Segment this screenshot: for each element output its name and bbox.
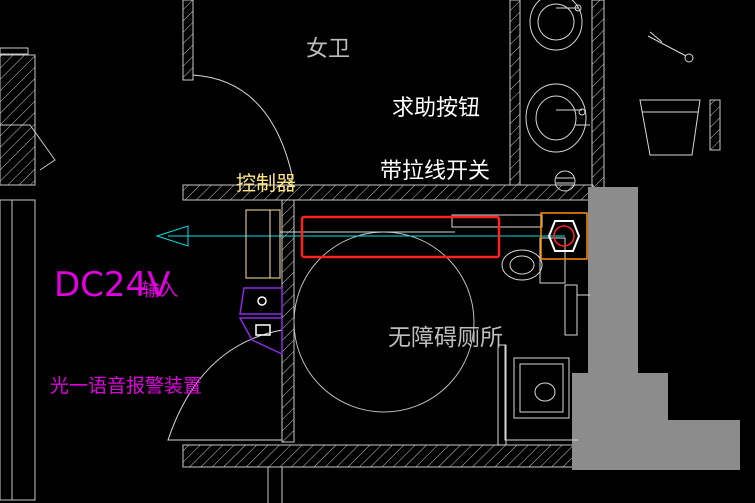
bucket-fixture	[639, 99, 701, 156]
dc-input-value-label: DC24V	[54, 265, 170, 305]
accessible-toilet-label: 无障碍厕所	[388, 325, 503, 351]
help-button-label: 求助按钮	[392, 96, 480, 121]
sound-light-alarm-icon	[238, 287, 283, 356]
alarm-device-label: 光一语音报警装置	[50, 375, 202, 397]
side-grab-bar	[564, 284, 590, 336]
controller-box	[245, 209, 281, 279]
upper-partition-wall	[182, 0, 194, 81]
pull-cord-switch-icon	[540, 212, 588, 260]
door-jamb	[497, 344, 507, 446]
highlight-box	[300, 215, 501, 259]
left-wall	[0, 47, 56, 501]
washbasin-upper	[529, 0, 583, 51]
washbasin-lower	[525, 83, 590, 153]
toilet-bowl	[501, 237, 566, 284]
structural-column	[572, 187, 740, 470]
pull-switch-label: 带拉线开关	[380, 159, 490, 184]
wheelchair-turning-circle	[293, 231, 475, 413]
right-wall	[509, 0, 721, 191]
accessible-washbasin	[504, 345, 578, 441]
female-toilet-label: 女卫	[306, 37, 350, 62]
dc-input-suffix-label: 输入	[142, 280, 178, 301]
floor-drain	[554, 170, 576, 192]
cable-arrow-icon	[155, 225, 189, 247]
controller-label: 控制器	[236, 171, 296, 195]
mop-fixture	[647, 31, 694, 63]
bottom-wall	[182, 444, 584, 503]
grab-bar	[451, 214, 543, 228]
door-swing-arc-icon	[192, 74, 293, 186]
